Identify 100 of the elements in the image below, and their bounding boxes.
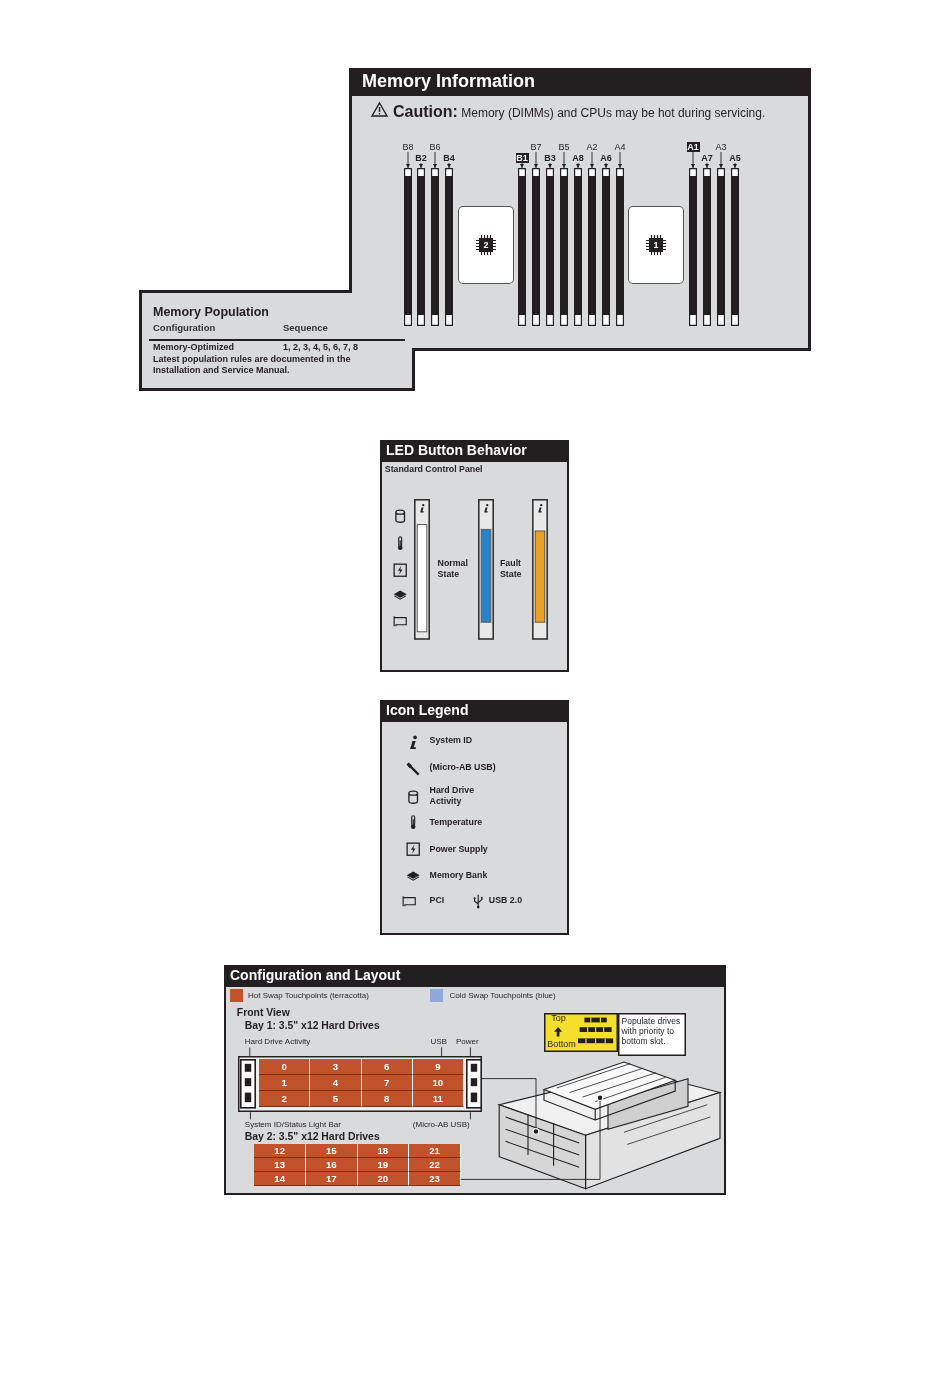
legend-label: Power Supply [429,844,489,855]
panel-title: Memory Population [153,305,270,320]
slot-label: B5 [556,142,572,152]
drive-slot: 3 [310,1059,362,1076]
drive-slot: 22 [409,1158,461,1172]
note-box: Populate drives with priority to bottom slot. [617,1013,687,1057]
dimm-slot [588,168,596,326]
slot-label: B6 [427,142,443,152]
state-label: Normal State [437,558,469,581]
slot-label: B7 [528,142,544,152]
slot-label: B3 [542,153,558,163]
info-panel [349,68,811,351]
callout-label: Hard Drive Activity [244,1036,328,1048]
panel-subtitle: Standard Control Panel [384,464,484,475]
drive-slot: 6 [361,1059,413,1076]
slot-label: A5 [727,153,743,163]
sequence-value: 1, 2, 3, 4, 5, 6, 7, 8 [283,342,360,353]
dimm-slot [616,168,624,326]
drive-slot: 15 [306,1144,358,1159]
dimm-slot [445,168,453,326]
cpu-socket [458,206,514,284]
slot-label: A7 [699,153,715,163]
drive-slot: 5 [310,1091,362,1108]
slot-label: A1 [686,142,700,152]
arrow [733,162,737,169]
arrow [447,162,451,169]
section-title: Front View [236,1006,291,1020]
legend-label: PCI [429,895,446,907]
arrow [576,162,580,169]
callout-label: (Micro-AB USB) [412,1119,477,1131]
slot-label: B1 [515,153,529,163]
panel-title: Configuration and Layout [224,965,727,987]
legend-label: Temperature [429,816,484,828]
dimm-slot [602,168,610,326]
cpu-number: 2 [482,239,490,252]
legend-label: Memory Bank [429,869,489,881]
server-drawing [496,1059,724,1191]
slot-label: B4 [441,153,457,163]
cpu-socket [628,206,684,284]
bay-title: Bay 1: 3.5" x12 Hard Drives [244,1020,381,1033]
callout-label: System ID/Status Light Bar [244,1119,357,1131]
leader-line [249,1111,251,1120]
legend-label: USB 2.0 [488,895,524,907]
callout-label: Power [456,1036,485,1048]
priority-box [544,1013,618,1053]
dimm-slot [404,168,412,326]
leader-line [469,1046,471,1057]
panel-title: LED Button Behavior [380,440,569,462]
drive-slot: 21 [409,1144,461,1159]
drive-slot: 7 [361,1075,413,1092]
arrow [548,162,552,169]
leader-line [249,1046,251,1057]
info-panel [224,965,727,1196]
drive-slot: 11 [412,1091,464,1108]
slot-label: B2 [413,153,429,163]
drive-slot: 10 [412,1075,464,1092]
dimm-slot [731,168,739,326]
legend-label: Hard Drive Activity [429,784,476,807]
caution-text: Caution: Memory (DIMMs) and CPUs may be hot during servicing. [393,102,767,122]
slot-label: A6 [598,153,614,163]
column-header: Sequence [283,322,329,334]
callout-label: USB [430,1036,453,1048]
slot-label: A3 [713,142,729,152]
priority-label: Top [550,1013,567,1024]
legend-label: (Micro-AB USB) [429,762,497,774]
drive-slot: 1 [259,1075,311,1092]
drive-slot: 2 [259,1091,311,1108]
dimm-slot [703,168,711,326]
dimm-slot [574,168,582,326]
slot-label: B8 [400,142,416,152]
dimm-slot [518,168,526,326]
arrow [705,162,709,169]
note-text: Latest population rules are documented in the Installation and Service Manual. [153,354,352,376]
drive-slot: 9 [412,1059,464,1076]
leader-line [441,1046,443,1057]
drive-slot: 0 [259,1059,311,1076]
legend-label: System ID [429,735,474,747]
column-header: Configuration [153,322,217,334]
legend-label: Hot Swap Touchpoints (terracotta) [248,990,369,1001]
drive-slot: 8 [361,1091,413,1108]
leader-line [469,1111,471,1120]
state-label: Fault State [500,558,523,581]
config-name: Memory-Optimized [153,342,235,353]
drive-slot: 4 [310,1075,362,1092]
dimm-slot [431,168,439,326]
legend-label: Cold Swap Touchpoints (blue) [449,990,556,1001]
panel-title: Icon Legend [380,700,569,722]
slot-label: A4 [612,142,628,152]
drive-slot: 13 [254,1158,306,1172]
drive-slot: 19 [357,1158,410,1172]
dimm-slot [546,168,554,326]
slot-label: A8 [570,153,586,163]
cpu-number: 1 [652,239,660,252]
dimm-slot [560,168,568,326]
info-panel [380,440,569,672]
drive-slot: 16 [306,1158,358,1172]
slot-label: A2 [584,142,600,152]
arrow [604,162,608,169]
drive-slot: 18 [357,1144,410,1159]
drive-slot: 12 [254,1144,306,1159]
